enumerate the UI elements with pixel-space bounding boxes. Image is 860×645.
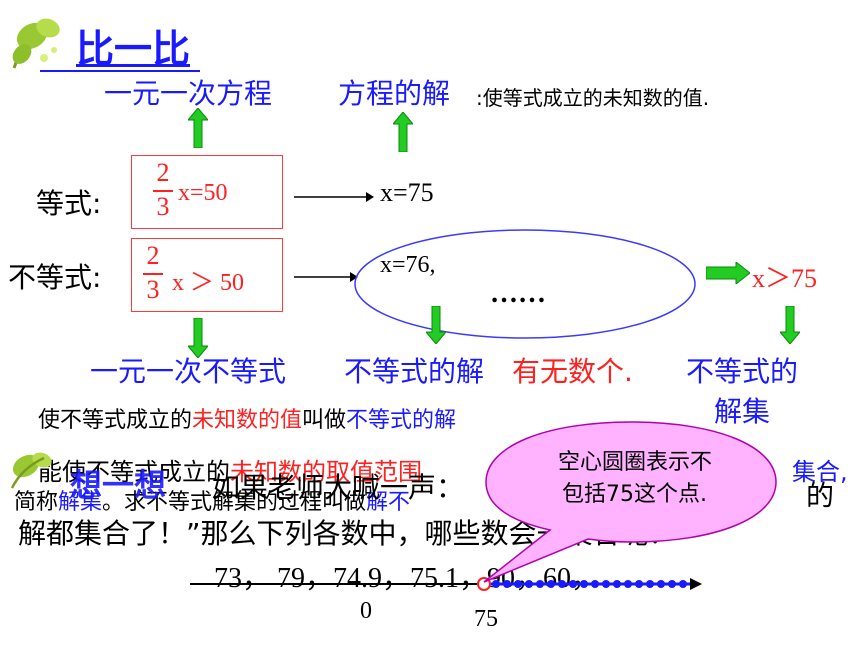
inequality-ellipsis: …… — [490, 278, 546, 309]
solution-dot — [558, 580, 566, 588]
inequality-fraction: 2 3 — [143, 241, 163, 305]
solution-dot — [591, 580, 599, 588]
think-line-1: 如果老师大喊一声： — [212, 471, 465, 504]
point-75-label: 75 — [474, 606, 498, 632]
solution-dot — [536, 580, 544, 588]
solution-dot — [635, 580, 643, 588]
down-arrow-icon — [778, 305, 802, 348]
definition-line-1: 使不等式成立的未知数的值叫做不等式的解 — [38, 408, 457, 433]
concept-infinite-solutions: 有无数个. — [512, 355, 633, 388]
concept-equation-solution: 方程的解 — [338, 77, 451, 110]
number-list: 73， 79，74.9，75.1，90，60， — [214, 563, 600, 594]
solution-dot — [580, 580, 588, 588]
definition-line-3: 简称解集。求不等式解集的过程叫做解不 — [14, 490, 411, 515]
solutions-ellipse — [353, 228, 698, 344]
right-block-arrow-icon — [705, 260, 751, 288]
zero-label: 0 — [360, 598, 372, 624]
solution-dot — [679, 580, 687, 588]
up-arrow-icon — [391, 111, 415, 156]
concept-inequality-solution: 不等式的解 — [344, 355, 485, 388]
solution-dot — [657, 580, 665, 588]
solution-dot — [646, 580, 654, 588]
up-arrow-icon — [186, 107, 210, 152]
inequality-box — [131, 238, 283, 312]
definition-line-2: 能使不等式成立的未知数的取值范围 — [38, 458, 422, 486]
equation-fraction: 2 3 — [153, 158, 173, 222]
callout-line-2: 包括75这个点. — [562, 482, 707, 507]
leaf-decoration-icon — [4, 8, 74, 78]
solution-dot — [503, 580, 511, 588]
solution-dot — [514, 580, 522, 588]
title-underline — [40, 70, 200, 72]
solution-dot — [668, 580, 676, 588]
inequality-solution-set: x＞75 — [752, 264, 818, 293]
page-title: 比一比 — [76, 27, 191, 71]
equation-expression: x=50 — [178, 180, 228, 206]
right-arrow-icon — [294, 268, 358, 287]
down-arrow-icon — [424, 305, 448, 348]
concept-linear-inequality: 一元一次不等式 — [90, 355, 287, 388]
solution-dot — [569, 580, 577, 588]
definition-line-2-end: 集合, — [792, 458, 848, 486]
solution-dot — [547, 580, 555, 588]
solution-dot — [613, 580, 621, 588]
equation-box — [131, 155, 283, 229]
solution-dot — [602, 580, 610, 588]
callout-bubble — [476, 416, 786, 592]
solution-dot — [492, 580, 500, 588]
inequality-label: 不等式: — [8, 261, 102, 294]
concept-linear-equation: 一元一次方程 — [104, 77, 273, 110]
inequality-solution-example: x=76, — [380, 252, 436, 278]
axis-arrowhead — [690, 578, 702, 590]
think-heading: 想一想 — [70, 466, 167, 504]
inequality-expression: x ＞ 50 — [172, 270, 244, 296]
concept-solution-set-line1: 不等式的 — [686, 355, 799, 388]
concept-solution-set-line2: 解集 — [714, 395, 771, 428]
solution-dot — [525, 580, 533, 588]
leaf-decoration-icon — [6, 444, 60, 494]
think-line-1-end: 的 — [806, 479, 835, 512]
equation-solution: x=75 — [380, 178, 434, 207]
down-arrow-icon — [186, 317, 210, 362]
right-arrow-icon — [294, 188, 374, 207]
callout-line-1: 空心圆圈表示不 — [558, 450, 713, 475]
equation-solution-definition: :使等式成立的未知数的值. — [476, 86, 710, 110]
equation-label: 等式: — [36, 187, 102, 220]
solution-dot — [624, 580, 632, 588]
